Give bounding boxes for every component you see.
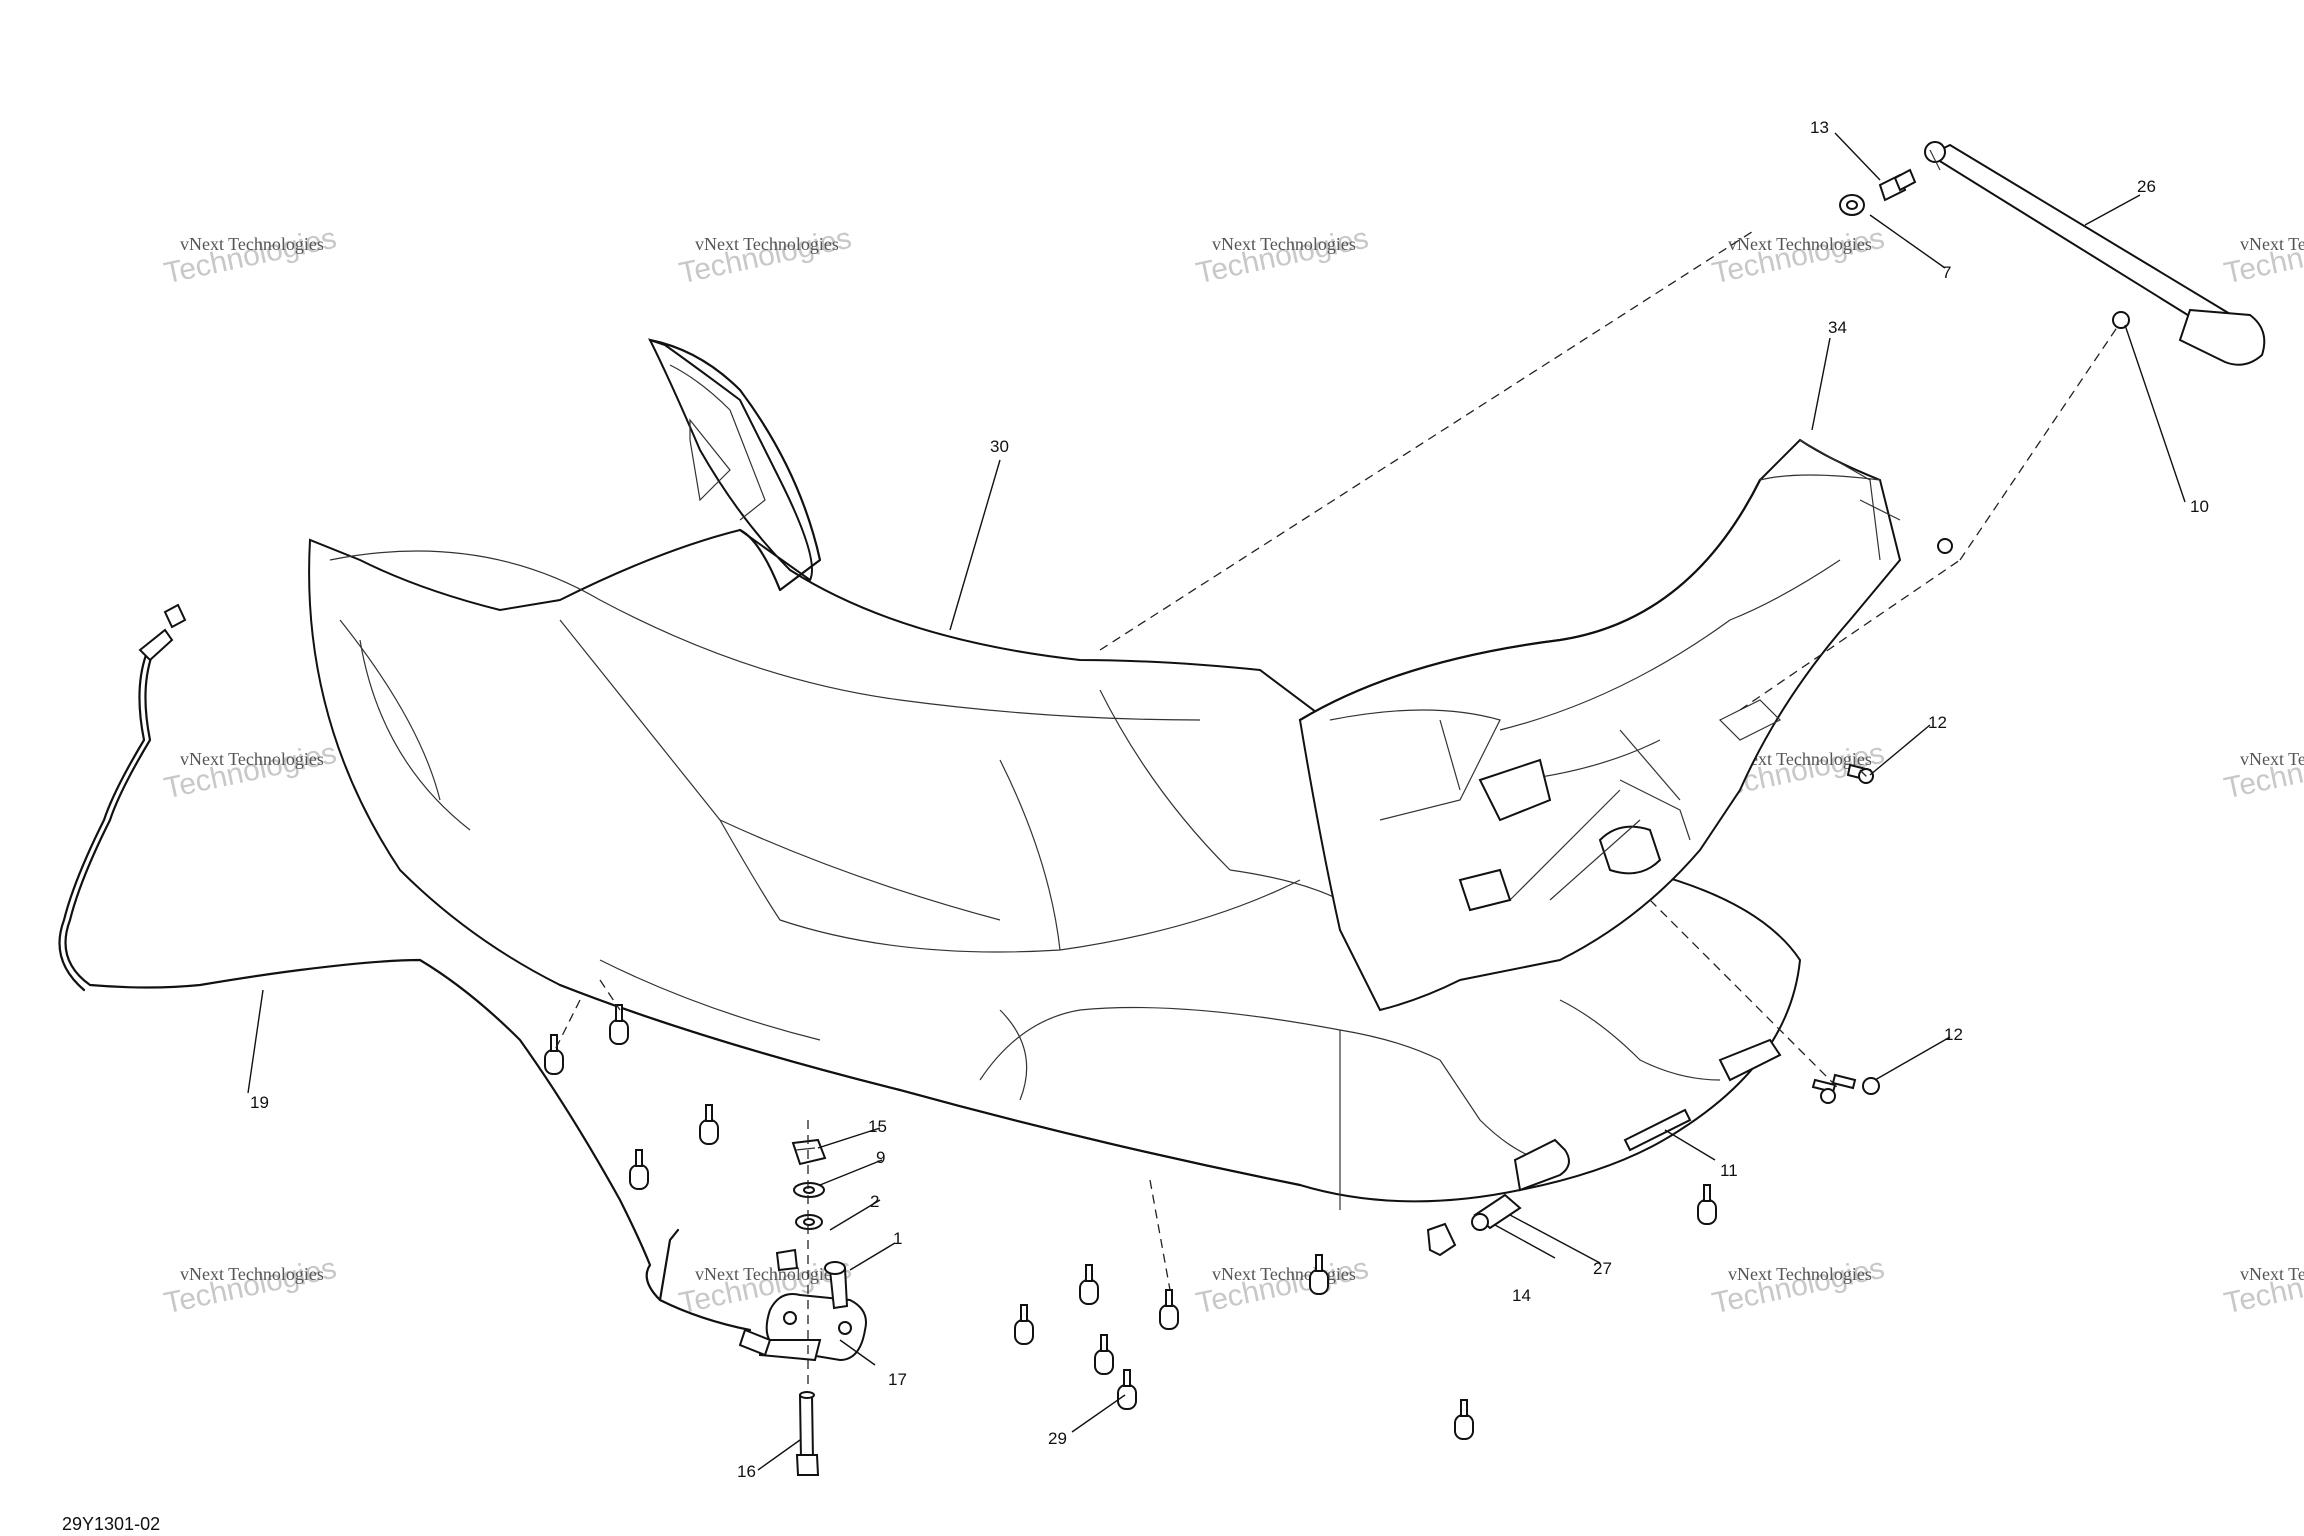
bumper: [1159, 1289, 1179, 1330]
svg-text:vNext Technologies: vNext Technologies: [180, 234, 324, 254]
callout-9: 9: [876, 1148, 885, 1167]
bumper: [1079, 1264, 1099, 1305]
watermark: Technologies vNext Technologies: [1709, 1252, 1887, 1321]
svg-text:vNext Technologies: vNext Technologies: [1728, 1264, 1872, 1284]
svg-text:vNext Technologies: vNext Technologies: [1212, 1264, 1356, 1284]
callout-27: 27: [1593, 1259, 1612, 1278]
svg-text:vNext Technologies: vNext Technologies: [2240, 1264, 2304, 1284]
callout-17: 17: [888, 1370, 907, 1389]
bolt-16: [795, 1391, 820, 1476]
svg-text:vNext Technologies: vNext Technologies: [1728, 234, 1872, 254]
svg-text:vNext Technologies: vNext Technologies: [695, 1264, 839, 1284]
callout-30: 30: [990, 437, 1009, 456]
svg-text:Technologies: Technologies: [1193, 1252, 1371, 1321]
callout-34: 34: [1828, 318, 1847, 337]
callout-19: 19: [250, 1093, 269, 1112]
bumper: [1117, 1369, 1137, 1410]
assembly-lines: [554, 229, 2119, 1390]
svg-text:vNext Technologies: vNext Technologies: [2240, 749, 2304, 769]
bumper: [1309, 1254, 1329, 1295]
svg-text:Technologies: Technologies: [1193, 222, 1371, 291]
rear-storage-rack: [1298, 438, 1902, 1012]
hardware-top: [1811, 168, 2130, 1104]
svg-text:Technologies: Technologies: [161, 737, 339, 806]
svg-text:Technologies: Technologies: [161, 222, 339, 291]
callout-2: 2: [870, 1192, 879, 1211]
callout-29: 29: [1048, 1429, 1067, 1448]
bumper: [1094, 1334, 1114, 1375]
callout-26: 26: [2137, 177, 2156, 196]
callout-12-upper: 12: [1928, 713, 1947, 732]
svg-text:vNext Technologies: vNext Technologies: [180, 1264, 324, 1284]
callout-16: 16: [737, 1462, 756, 1481]
watermark: Technologies vNext Technologies: [161, 1252, 339, 1321]
svg-text:vNext Technologies: vNext Technologies: [1728, 749, 1872, 769]
drawing-reference: 29Y1301-02: [62, 1514, 160, 1534]
gas-strut: [1924, 141, 2266, 366]
callout-labels: 13 7 26 34 10 30 12 12 11 27 14 19 15 9 …: [250, 118, 2209, 1481]
latch-bracket: [738, 1293, 867, 1362]
svg-text:vNext Technologies: vNext Technologies: [180, 749, 324, 769]
pin-spacer-nut: [1426, 1038, 1782, 1257]
bumper: [1454, 1399, 1474, 1440]
watermark: Technologies vNext Technologies: [676, 222, 854, 291]
bumper: [629, 1149, 649, 1190]
callout-7: 7: [1942, 263, 1951, 282]
svg-text:Technologies: Technologies: [1709, 222, 1887, 291]
watermark: Technologies vNext Technologies: [1709, 222, 1887, 291]
bumper: [609, 1004, 629, 1045]
release-cable: [58, 603, 752, 1332]
callout-13: 13: [1810, 118, 1829, 137]
svg-text:Technologies: Technologies: [1709, 1252, 1887, 1321]
callout-11: 11: [1720, 1161, 1738, 1180]
rubber-bumpers: [544, 1004, 1717, 1440]
svg-text:Technologies: Technologies: [2221, 222, 2304, 291]
svg-text:Technologies: Technologies: [2221, 737, 2304, 806]
watermark: Technologies vNext Technologies: [161, 222, 339, 291]
callout-10: 10: [2190, 497, 2209, 516]
callout-14: 14: [1512, 1286, 1531, 1305]
svg-text:vNext Technologies: vNext Technologies: [2240, 234, 2304, 254]
callout-1: 1: [893, 1229, 902, 1248]
watermark: Technologies vNext Technologies: [1193, 1252, 1371, 1321]
bumper: [544, 1034, 564, 1075]
bumper: [1014, 1304, 1034, 1345]
watermark: Technologies vNext Technologies: [2221, 1252, 2304, 1321]
callout-15: 15: [868, 1117, 887, 1136]
watermark: Technologies vNext Technologies: [1193, 222, 1371, 291]
svg-text:vNext Technologies: vNext Technologies: [1212, 234, 1356, 254]
fastener-stack: [775, 1138, 849, 1310]
watermark: Technologies vNext Technologies: [2221, 737, 2304, 806]
leader-lines: [247, 132, 2186, 1471]
watermark: Technologies vNext Technologies: [161, 737, 339, 806]
bumper: [699, 1104, 719, 1145]
svg-text:Technologies: Technologies: [676, 222, 854, 291]
svg-text:vNext Technologies: vNext Technologies: [695, 234, 839, 254]
bumper: [1697, 1184, 1717, 1225]
watermark: Technologies vNext Technologies: [2221, 222, 2304, 291]
svg-text:Technologies: Technologies: [161, 1252, 339, 1321]
svg-text:Technologies: Technologies: [2221, 1252, 2304, 1321]
callout-12-lower: 12: [1944, 1025, 1963, 1044]
